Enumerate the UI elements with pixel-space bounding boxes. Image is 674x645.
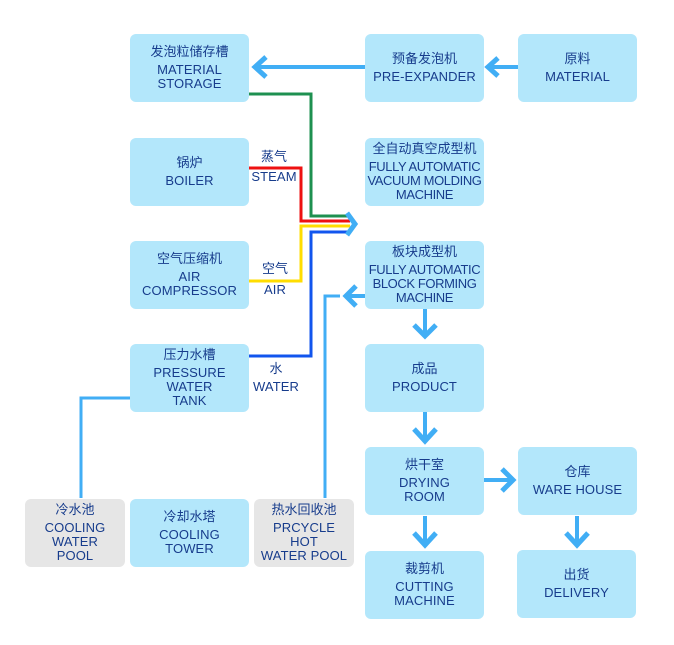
node-en-label: MACHINE xyxy=(395,290,454,305)
node-vacuum-molding: 全自动真空成型机 FULLY AUTOMATIC VACUUM MOLDING … xyxy=(365,138,484,206)
node-hot-water-pool: 热水回收池 PRCYCLE HOT WATER POOL xyxy=(254,499,354,567)
node-en-label: BLOCK FORMING xyxy=(372,276,477,291)
node-pressure-tank: 压力水槽 PRESSURE WATER TANK xyxy=(130,344,249,412)
node-air-compressor: 空气压缩机 AIR COMPRESSOR xyxy=(130,241,249,309)
node-cn-label: 板块成型机 xyxy=(391,245,457,260)
node-en-label: MACHINE xyxy=(394,593,455,608)
node-cn-label: 热水回收池 xyxy=(271,503,337,518)
air-label-cn: 空气 xyxy=(261,262,288,277)
steam-label-cn: 蒸气 xyxy=(260,150,287,165)
feed-arrowhead xyxy=(344,211,359,237)
steam-line xyxy=(249,166,350,223)
node-en-label: HOT xyxy=(290,534,318,549)
node-en-label: MACHINE xyxy=(395,187,454,202)
node-cn-label: 全自动真空成型机 xyxy=(372,142,477,157)
node-en-label: WATER xyxy=(52,534,98,549)
node-cn-label: 出货 xyxy=(563,568,590,583)
water-label-cn: 水 xyxy=(269,362,283,377)
node-en-label: COMPRESSOR xyxy=(142,283,237,298)
cooling-pool-line xyxy=(79,396,130,498)
arrowhead xyxy=(564,531,590,549)
node-pre-expander: 预备发泡机 PRE-EXPANDER xyxy=(365,34,484,102)
node-cn-label: 压力水槽 xyxy=(163,348,216,363)
node-cutting-machine: 裁剪机 CUTTING MACHINE xyxy=(365,551,484,619)
node-cn-label: 成品 xyxy=(411,362,438,377)
node-en-label: WATER POOL xyxy=(260,548,348,563)
node-en-label: PRCYCLE xyxy=(272,520,336,535)
water-label: 水 WATER xyxy=(248,362,304,394)
node-drying-room: 烘干室 DRYING ROOM xyxy=(365,447,484,515)
node-en-label: DELIVERY xyxy=(544,585,609,600)
node-cooling-tower: 冷却水塔 COOLING TOWER xyxy=(130,499,249,567)
node-en-label: POOL xyxy=(56,548,94,563)
node-en-label: PRE-EXPANDER xyxy=(373,69,476,84)
hot-water-return-line xyxy=(323,294,340,498)
node-en-label: MATERIAL xyxy=(157,62,222,77)
node-en-label: STORAGE xyxy=(157,76,222,91)
water-label-en: WATER xyxy=(253,379,299,394)
node-cn-label: 预备发泡机 xyxy=(391,52,457,67)
node-en-label: PRESSURE xyxy=(153,365,226,380)
node-delivery: 出货 DELIVERY xyxy=(517,550,636,618)
node-cn-label: 仓库 xyxy=(564,465,591,480)
node-en-label: ROOM xyxy=(404,489,445,504)
steam-label-en: STEAM xyxy=(251,169,297,184)
arrowhead xyxy=(412,531,438,549)
node-cn-label: 烘干室 xyxy=(404,458,444,473)
node-cooling-pool: 冷水池 COOLING WATER POOL xyxy=(25,499,125,567)
node-en-label: FULLY AUTOMATIC xyxy=(368,159,481,174)
node-en-label: COOLING xyxy=(44,520,106,535)
air-label-en: AIR xyxy=(264,282,286,297)
air-line xyxy=(249,224,350,283)
node-block-forming: 板块成型机 FULLY AUTOMATIC BLOCK FORMING MACH… xyxy=(365,241,484,309)
node-en-label: DRYING xyxy=(399,475,450,490)
node-en-label: WARE HOUSE xyxy=(532,482,623,497)
node-material-storage: 发泡粒储存槽 MATERIAL STORAGE xyxy=(130,34,249,102)
node-cn-label: 锅炉 xyxy=(176,156,203,171)
node-en-label: PRODUCT xyxy=(392,379,457,394)
node-en-label: WATER xyxy=(166,379,213,394)
node-en-label: BOILER xyxy=(165,173,214,188)
node-cn-label: 裁剪机 xyxy=(404,562,444,577)
arrowhead xyxy=(251,55,268,79)
node-cn-label: 发泡粒储存槽 xyxy=(150,45,229,60)
air-label: 空气 AIR xyxy=(250,262,300,297)
node-warehouse: 仓库 WARE HOUSE xyxy=(518,447,637,515)
node-cn-label: 冷水池 xyxy=(55,503,95,518)
steam-label: 蒸气 STEAM xyxy=(248,150,300,184)
arrowhead xyxy=(412,323,438,340)
node-product: 成品 PRODUCT xyxy=(365,344,484,412)
node-en-label: VACUUM MOLDING xyxy=(367,173,482,188)
arrowhead xyxy=(500,467,517,493)
node-boiler: 锅炉 BOILER xyxy=(130,138,249,206)
node-en-label: CUTTING xyxy=(395,579,454,594)
material-feed-line xyxy=(249,92,350,218)
node-en-label: AIR xyxy=(178,269,201,284)
node-en-label: MATERIAL xyxy=(545,69,610,84)
node-cn-label: 原料 xyxy=(564,52,591,67)
node-en-label: TANK xyxy=(172,393,207,408)
node-en-label: TOWER xyxy=(165,541,214,556)
node-en-label: FULLY AUTOMATIC xyxy=(368,262,481,277)
arrowhead xyxy=(412,427,438,445)
node-en-label: COOLING xyxy=(159,527,220,542)
return-arrowhead xyxy=(342,284,358,308)
water-line xyxy=(249,230,350,358)
node-cn-label: 冷却水塔 xyxy=(163,510,216,525)
node-material: 原料 MATERIAL xyxy=(518,34,637,102)
node-cn-label: 空气压缩机 xyxy=(156,252,222,267)
arrowhead xyxy=(484,56,500,78)
